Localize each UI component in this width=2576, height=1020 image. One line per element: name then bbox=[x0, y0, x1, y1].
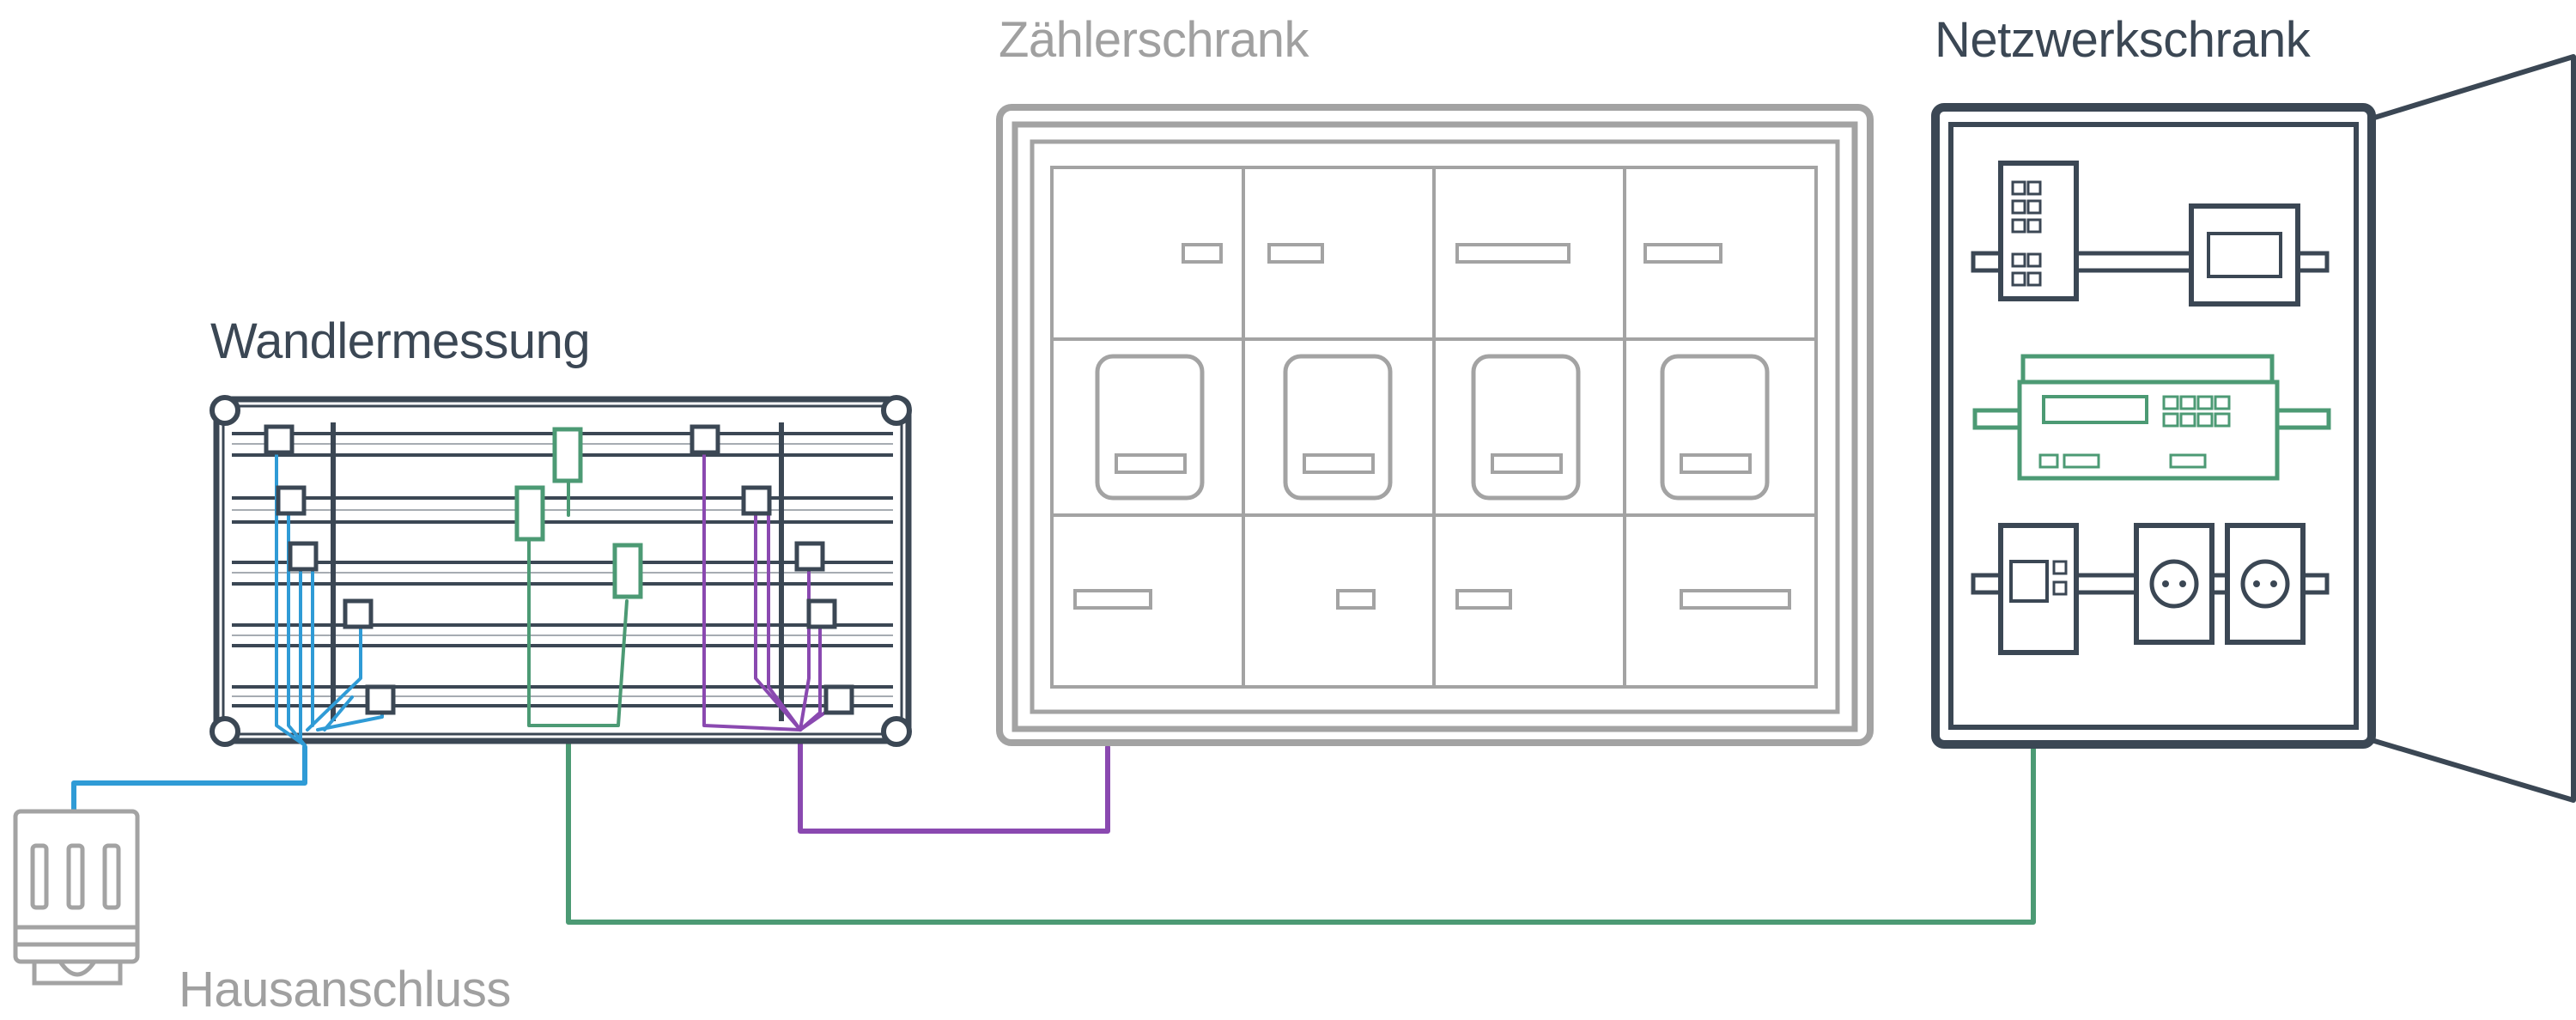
cable-hausanschluss-to-wandler bbox=[71, 744, 307, 814]
label-wandlermessung: Wandlermessung bbox=[210, 313, 591, 369]
label-hausanschluss: Hausanschluss bbox=[179, 962, 511, 1017]
cable-wandler-to-zaehlerschrank bbox=[798, 727, 1110, 834]
meter-cabinet-icon bbox=[996, 104, 1874, 746]
network-cabinet-icon bbox=[1931, 54, 2576, 803]
label-netzwerkschrank: Netzwerkschrank bbox=[1935, 12, 2311, 68]
house-connection-icon bbox=[13, 809, 140, 986]
gateway-device bbox=[1972, 354, 2331, 481]
label-zaehlerschrank: Zählerschrank bbox=[999, 12, 1309, 68]
transformer-panel-icon bbox=[210, 395, 912, 747]
